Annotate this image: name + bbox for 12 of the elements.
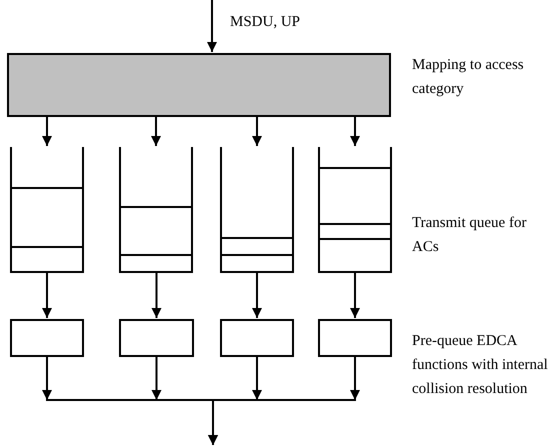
- edca-function-box: [10, 319, 84, 357]
- side-label: Pre-queue EDCA functions with internal collision resolution: [412, 332, 549, 399]
- mapping-box: [7, 53, 391, 117]
- edca-function-box: [119, 319, 194, 357]
- transmit-queue: [10, 147, 84, 273]
- edca-function-box: [220, 319, 294, 357]
- transmit-queue: [119, 147, 193, 273]
- side-label: Mapping to access category: [412, 56, 525, 99]
- transmit-queue: [318, 147, 392, 273]
- edca-function-box: [318, 319, 392, 357]
- transmit-queue: [220, 147, 294, 273]
- side-label: Transmit queue for ACs: [412, 214, 528, 257]
